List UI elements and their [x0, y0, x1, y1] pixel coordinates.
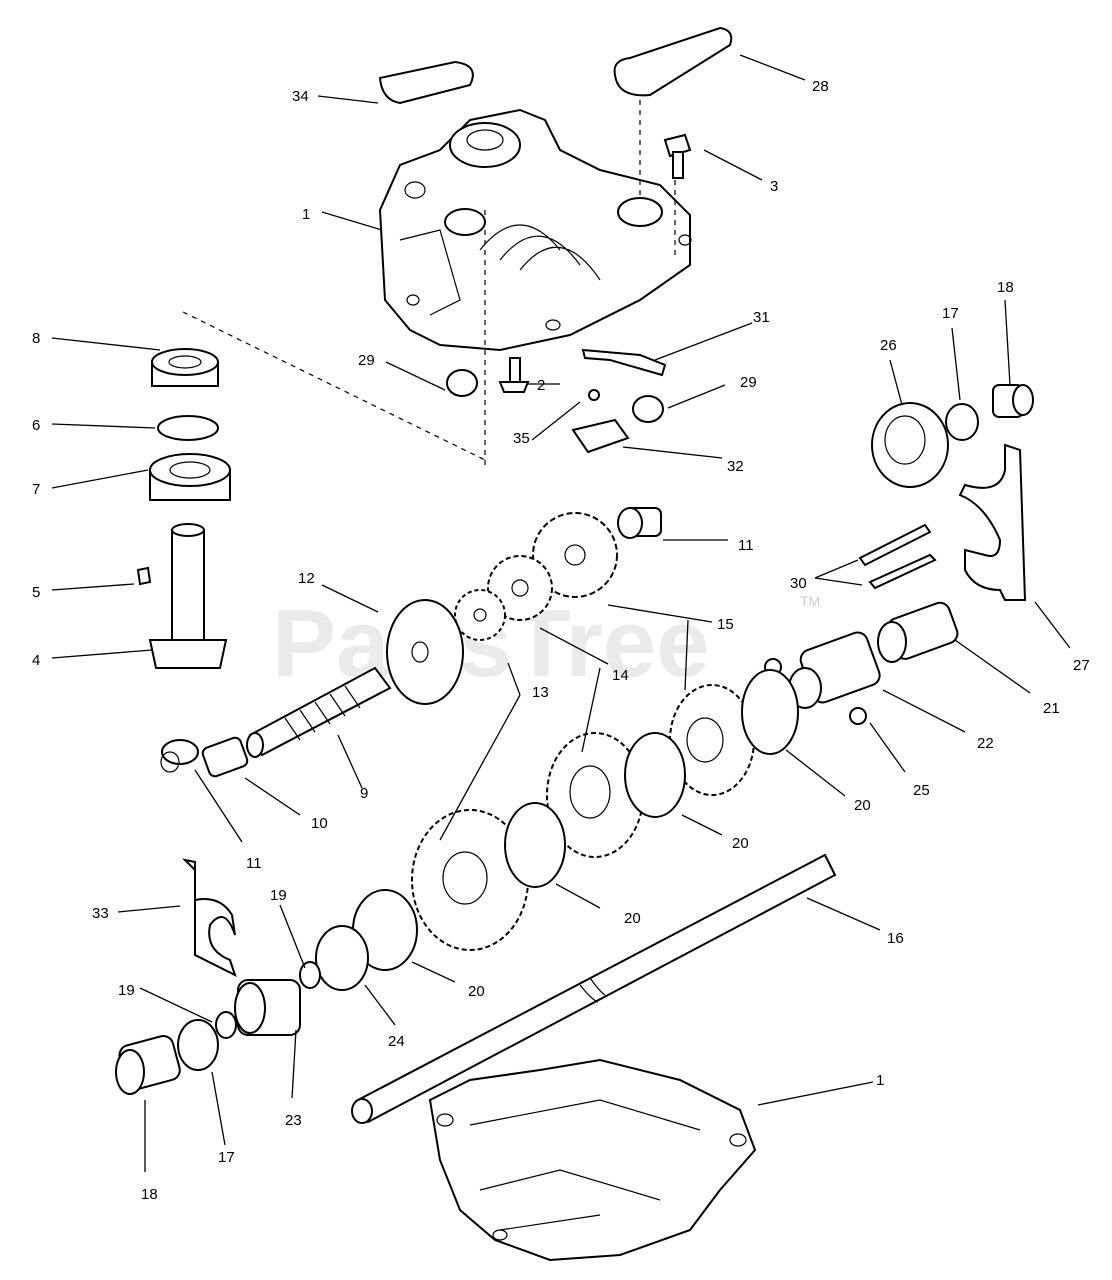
callout-label-3: 3: [770, 178, 778, 195]
bearing-part-bottom: [149, 453, 231, 501]
callout-label-16: 16: [887, 930, 904, 947]
callout-label-10: 10: [311, 815, 328, 832]
callout-label-20-d: 20: [468, 983, 485, 1000]
watermark-trademark: TM: [800, 593, 820, 609]
key-part: [136, 566, 152, 586]
callout-label-29-right: 29: [740, 374, 757, 391]
spacer-part: [201, 736, 249, 778]
washer-part-right: [945, 403, 979, 441]
bushing-part-upper: [617, 507, 662, 539]
bushing-part-left: [446, 369, 478, 397]
callout-label-19-bottom: 19: [118, 982, 135, 999]
callout-label-30: 30: [790, 575, 807, 592]
snap-ring-part: [315, 925, 369, 991]
shift-fork-part-right: [958, 443, 1027, 601]
callout-label-18-bottom: 18: [141, 1186, 158, 1203]
callout-label-21: 21: [1043, 700, 1060, 717]
callout-label-7: 7: [32, 481, 40, 498]
callout-label-4: 4: [32, 652, 40, 669]
callout-label-11-bottom: 11: [246, 855, 262, 872]
callout-labels: 34 28 3 1 31 29 2 29 35 32 8 6 7 5 4 26 …: [32, 78, 1090, 1203]
shift-fork-part-left: [181, 858, 237, 977]
bushing-part-left-end: [115, 1035, 181, 1095]
callout-label-5: 5: [32, 584, 40, 601]
callout-label-20-c: 20: [624, 910, 641, 927]
callout-label-26: 26: [880, 337, 897, 354]
lever-part: [613, 26, 733, 97]
callout-label-1-bottom: 1: [876, 1072, 884, 1089]
thrust-washer-part-b: [624, 732, 686, 818]
callout-label-12: 12: [298, 570, 315, 587]
callout-label-17-top: 17: [942, 305, 959, 322]
callout-label-15: 15: [717, 616, 734, 633]
splined-hub-part: [877, 601, 959, 663]
ball-part: [588, 389, 600, 401]
leader-lines: [51, 54, 1071, 1172]
bushing-part-right-end: [992, 384, 1034, 418]
bushing-part-lower: [160, 739, 199, 773]
callout-label-2: 2: [537, 377, 545, 394]
bearing-part-top: [151, 348, 219, 387]
callout-label-9: 9: [360, 785, 368, 802]
callout-label-23: 23: [285, 1112, 302, 1129]
ring-part-upper: [299, 961, 321, 989]
ring-part-lower: [215, 1011, 237, 1039]
gear-part-14: [454, 589, 506, 641]
callout-label-28: 28: [812, 78, 829, 95]
collar-part-left: [234, 979, 301, 1036]
thrust-washer-part-a: [741, 669, 799, 755]
callout-label-17-bottom: 17: [218, 1149, 235, 1166]
shaft-part: [246, 666, 392, 758]
callout-label-19-top: 19: [270, 887, 287, 904]
callout-label-29-left: 29: [358, 352, 375, 369]
callout-label-14: 14: [612, 667, 629, 684]
detent-spring-part: [581, 348, 667, 377]
callout-label-20-a: 20: [854, 797, 871, 814]
thrust-washer-part-c: [504, 802, 566, 888]
gear-part-12: [386, 599, 464, 705]
washer-part: [157, 415, 219, 441]
callout-label-34: 34: [292, 88, 309, 105]
callout-label-27: 27: [1073, 657, 1090, 674]
ball-part-lower: [849, 707, 867, 725]
screw-part: [498, 357, 530, 393]
callout-label-32: 32: [727, 458, 744, 475]
pin-part-lower: [868, 553, 937, 590]
callout-label-8: 8: [32, 330, 40, 347]
callout-label-13: 13: [532, 684, 549, 701]
callout-label-33: 33: [92, 905, 109, 922]
callout-label-35: 35: [513, 430, 530, 447]
pinion-shaft-part: [148, 523, 228, 669]
gear-part-15a: [532, 512, 618, 598]
washer-part-left: [177, 1019, 219, 1071]
pin-part-upper: [858, 523, 932, 567]
parts-drawing: [115, 26, 1034, 1262]
bushing-part-right: [632, 395, 664, 423]
callout-label-31: 31: [753, 309, 770, 326]
output-shaft-part: [351, 853, 837, 1124]
shift-arm-part: [378, 60, 474, 105]
bolt-part: [663, 133, 692, 179]
collar-part: [788, 631, 881, 709]
seal-part: [871, 402, 949, 488]
gear-part-15b: [487, 555, 553, 621]
callout-label-24: 24: [388, 1033, 405, 1050]
callout-label-1-top: 1: [302, 206, 310, 223]
upper-housing-part: [378, 108, 692, 352]
plate-part: [571, 418, 630, 454]
callout-label-22: 22: [977, 735, 994, 752]
callout-label-6: 6: [32, 417, 40, 434]
callout-label-25: 25: [913, 782, 930, 799]
callout-label-18-top: 18: [997, 279, 1014, 296]
callout-label-20-b: 20: [732, 835, 749, 852]
callout-label-11-top: 11: [738, 537, 754, 554]
lower-housing-part: [428, 1058, 757, 1262]
